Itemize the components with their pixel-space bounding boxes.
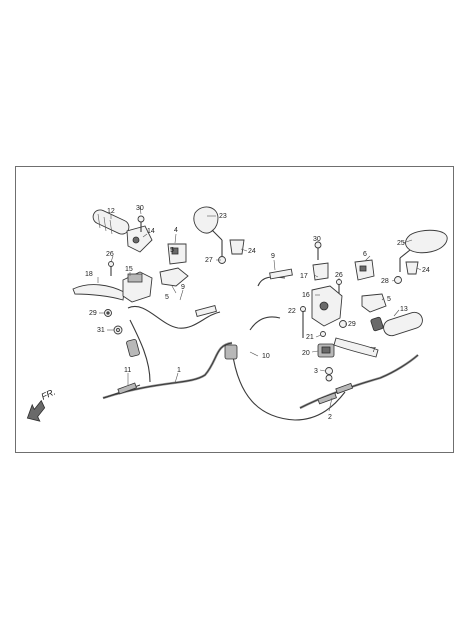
- lever-18: [72, 284, 125, 301]
- part-17-clamp: [312, 262, 329, 281]
- bolt-26-left: [108, 261, 114, 276]
- label-6: 6: [363, 251, 367, 258]
- label-14: 14: [147, 228, 155, 235]
- label-15: 15: [125, 266, 133, 273]
- label-29-left: 29: [89, 310, 97, 317]
- label-5-left: 5: [165, 294, 169, 301]
- cable-2-fittings: [317, 382, 354, 405]
- label-28: 28: [381, 278, 389, 285]
- label-4: 4: [174, 227, 178, 234]
- part-4-switch: [167, 243, 187, 265]
- label-5-right: 5: [387, 296, 391, 303]
- master-cylinder-15: [122, 271, 153, 303]
- grip-12: [92, 209, 130, 235]
- cable-1-fitting: [126, 339, 238, 360]
- label-2: 2: [328, 414, 332, 421]
- label-13: 13: [400, 306, 408, 313]
- label-24-left: 24: [248, 248, 256, 255]
- cable-11: [103, 382, 141, 399]
- screw-30-right: [314, 241, 322, 260]
- nut-29-left: [104, 309, 112, 317]
- washer-31: [113, 325, 123, 335]
- label-29-right: 29: [348, 321, 356, 328]
- label-26-right: 26: [335, 272, 343, 279]
- label-24-right: 24: [422, 267, 430, 274]
- label-22: 22: [288, 308, 296, 315]
- label-11: 11: [124, 367, 131, 374]
- bolt-26-right: [336, 279, 342, 294]
- cable-10: [231, 316, 346, 421]
- label-18: 18: [85, 271, 93, 278]
- bolt-22: [300, 306, 306, 338]
- washer-3: [325, 367, 333, 382]
- leader-lines: [97, 206, 422, 412]
- switch-5-right: [361, 293, 387, 313]
- label-1: 1: [177, 367, 181, 374]
- label-3: 3: [314, 368, 318, 375]
- boot-24-left: [229, 239, 245, 255]
- cable-9-left: [127, 304, 221, 329]
- label-27: 27: [205, 257, 213, 264]
- nut-28: [394, 276, 402, 284]
- screw-30-left: [137, 215, 145, 232]
- label-10: 10: [262, 353, 270, 360]
- label-5-upper: 5: [170, 247, 174, 254]
- mirror-23: [193, 206, 223, 256]
- throttle-housing-16: [311, 285, 343, 327]
- part-5-left: [159, 267, 189, 287]
- label-25: 25: [397, 240, 405, 247]
- switch-6: [354, 259, 375, 281]
- direction-label: FR.: [40, 387, 57, 402]
- label-30-left: 30: [136, 205, 144, 212]
- label-31: 31: [97, 327, 105, 334]
- cable-1: [102, 319, 233, 400]
- cable-2: [299, 354, 419, 410]
- label-21: 21: [306, 334, 314, 341]
- part-14-switch: [126, 225, 153, 253]
- diagram-frame: [15, 166, 454, 453]
- boot-24-right: [405, 261, 419, 275]
- label-9-left: 9: [181, 284, 185, 291]
- screw-21: [320, 331, 326, 337]
- label-23: 23: [219, 213, 227, 220]
- label-12: 12: [107, 208, 115, 215]
- cable-9-right: [257, 268, 293, 287]
- part-20-block: [317, 343, 335, 358]
- grip-13: [370, 311, 423, 337]
- front-direction-arrow-icon: FR.: [26, 387, 57, 422]
- label-20: 20: [302, 350, 310, 357]
- label-7: 7: [372, 347, 376, 354]
- label-9-right: 9: [271, 253, 275, 260]
- mirror-25: [399, 229, 448, 272]
- label-26-left: 26: [106, 251, 114, 258]
- label-30-right: 30: [313, 236, 321, 243]
- label-17: 17: [300, 273, 308, 280]
- label-16: 16: [302, 292, 310, 299]
- lever-7: [333, 337, 379, 358]
